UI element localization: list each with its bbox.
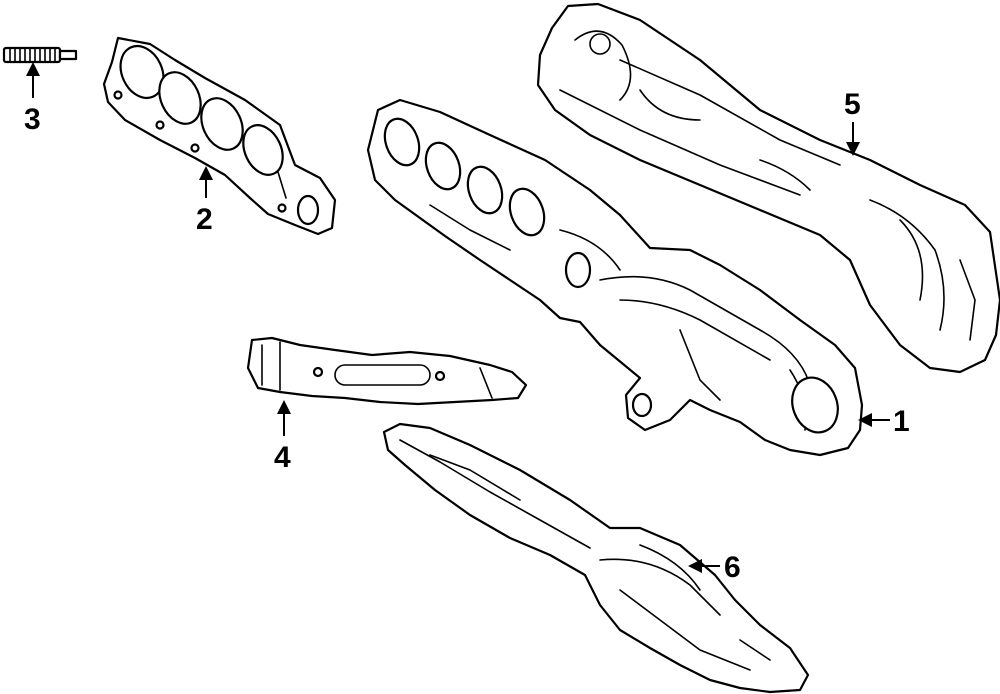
callout-6: 6 — [724, 551, 741, 584]
part-4-bracket[interactable] — [246, 336, 528, 406]
callout-5-leader — [846, 122, 860, 156]
callout-3: 3 — [24, 103, 41, 136]
part-3-stud[interactable] — [2, 46, 78, 64]
callout-2-leader — [199, 166, 213, 198]
callout-2: 2 — [196, 203, 213, 236]
callout-3-leader — [26, 62, 40, 98]
part-1-exhaust-manifold[interactable] — [366, 98, 864, 457]
callout-1-leader — [858, 413, 890, 427]
callout-4: 4 — [274, 441, 291, 474]
callout-1: 1 — [893, 405, 910, 438]
callout-4-leader — [277, 400, 291, 436]
callout-6-leader — [688, 559, 720, 573]
part-2-gasket[interactable] — [102, 36, 337, 236]
callout-5: 5 — [844, 88, 861, 121]
part-5-upper-heat-shield[interactable] — [536, 2, 1000, 374]
part-6-lower-heat-shield[interactable] — [382, 422, 810, 694]
